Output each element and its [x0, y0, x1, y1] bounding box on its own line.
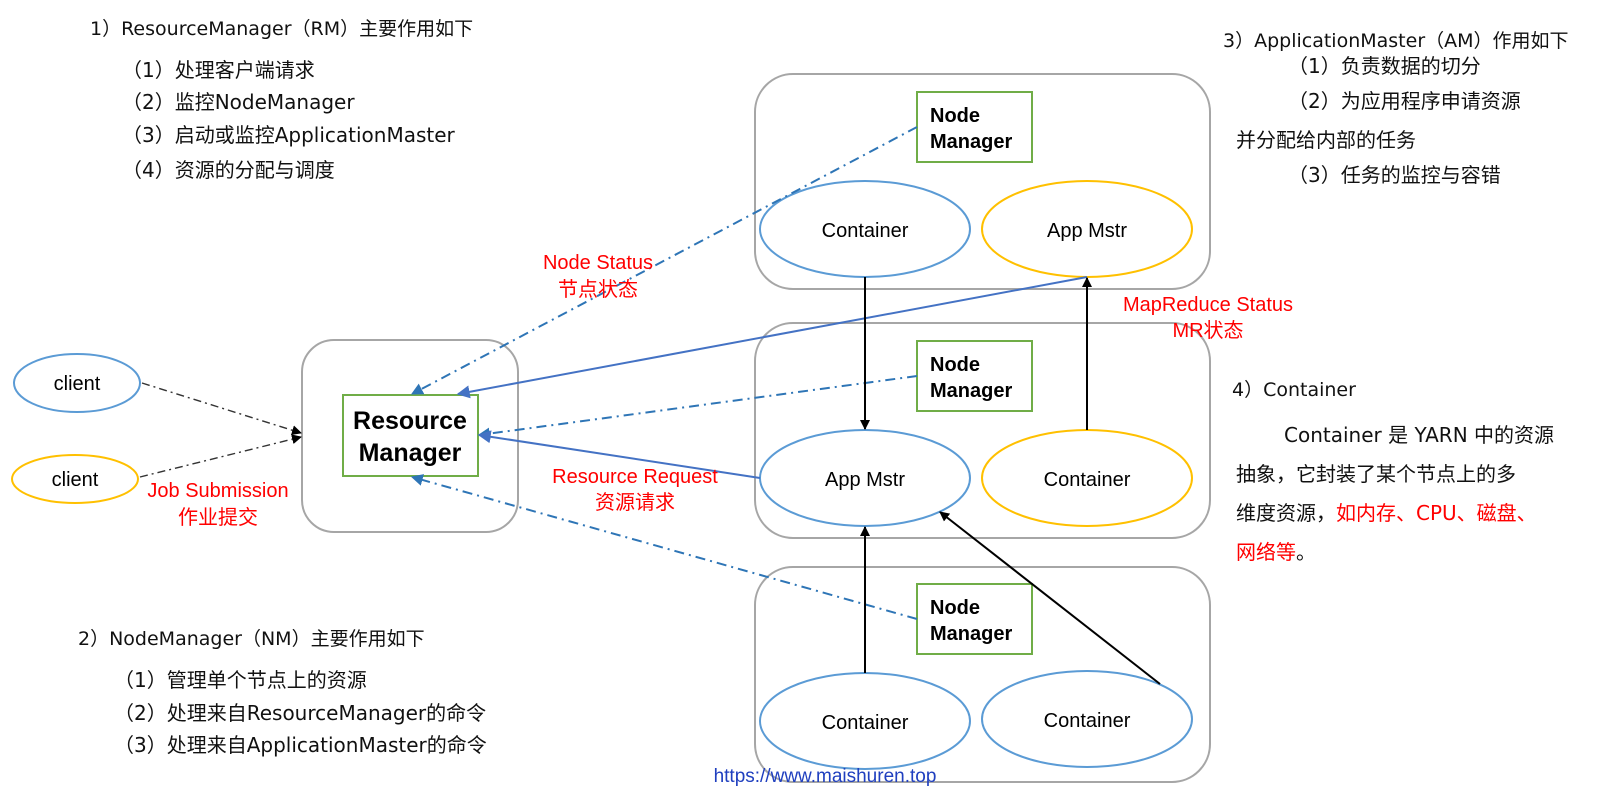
- nm-item-1: （1）管理单个节点上的资源: [114, 668, 367, 692]
- app-mstr-middle-label: App Mstr: [825, 469, 905, 491]
- container-section-heading: 4）Container: [1232, 379, 1356, 401]
- container-top-label: Container: [822, 220, 909, 242]
- am-item-1: （1）负责数据的切分: [1288, 54, 1481, 78]
- resource-manager-group: [301, 339, 519, 533]
- node-manager-middle: [916, 340, 1033, 412]
- app-mstr-top-label: App Mstr: [1047, 220, 1127, 242]
- client-1-to-rm-arrow: [141, 382, 302, 436]
- node-status-label: Node Status: [543, 252, 653, 274]
- container-body-line-4-red: 网络等: [1236, 540, 1296, 564]
- container-body-line-2: 抽象，它封装了某个节点上的多: [1236, 462, 1516, 486]
- node-group-top: [754, 73, 1211, 290]
- nm-item-3: （3）处理来自ApplicationMaster的命令: [114, 733, 487, 757]
- am-item-2: （2）为应用程序申请资源: [1288, 89, 1521, 113]
- nm-middle-label-1: Node: [930, 354, 980, 376]
- client-2-to-rm-arrow: [139, 434, 302, 478]
- container-body-line-3: 维度资源，如内存、CPU、磁盘、: [1236, 494, 1606, 533]
- rm-item-3: （3）启动或监控ApplicationMaster: [122, 123, 455, 147]
- node-status-top-arrow: [410, 126, 918, 395]
- client-2: [11, 454, 139, 504]
- container-body-line-4: 网络等。: [1236, 533, 1606, 572]
- resource-request-label: Resource Request: [552, 466, 718, 488]
- node-manager-bottom: [916, 583, 1033, 655]
- node-status-cn-label: 节点状态: [558, 278, 638, 301]
- rm-item-1: （1）处理客户端请求: [122, 58, 315, 82]
- container-bottom-left-label: Container: [822, 712, 909, 734]
- mapreduce-status-cn-label: MR状态: [1172, 319, 1243, 342]
- container-middle-label: Container: [1044, 469, 1131, 491]
- rm-label-line1: Resource: [353, 407, 467, 435]
- am-item-2-cont: 并分配给内部的任务: [1236, 128, 1416, 152]
- rm-item-4: （4）资源的分配与调度: [122, 158, 335, 182]
- job-submission-label: Job Submission: [147, 480, 288, 502]
- client-1-label: client: [54, 373, 101, 395]
- container-bottom-right-label: Container: [1044, 710, 1131, 732]
- nm-top-label-1: Node: [930, 105, 980, 127]
- node-group-middle: [754, 322, 1211, 539]
- node-manager-top: [916, 91, 1033, 163]
- rm-label-line2: Manager: [359, 439, 462, 467]
- container-body-line-1: Container 是 YARN 中的资源: [1284, 423, 1555, 447]
- nm-item-2: （2）处理来自ResourceManager的命令: [114, 701, 487, 725]
- container-body-line-4-plain: 。: [1296, 540, 1316, 564]
- nm-middle-label-2: Manager: [930, 380, 1012, 402]
- client-1: [13, 353, 141, 413]
- client-2-label: client: [52, 469, 99, 491]
- container-body-line-3-plain: 维度资源，: [1236, 501, 1336, 525]
- rm-item-2: （2）监控NodeManager: [122, 90, 355, 114]
- am-section-heading: 3）ApplicationMaster（AM）作用如下: [1223, 30, 1569, 52]
- nm-top-label-2: Manager: [930, 131, 1012, 153]
- container-body-line-3-red: 如内存、CPU、磁盘、: [1336, 501, 1537, 525]
- node-group-bottom: [754, 566, 1211, 783]
- mapreduce-status-arrow: [456, 276, 1088, 399]
- resource-request-cn-label: 资源请求: [595, 491, 675, 514]
- container-section-body: Container 是 YARN 中的资源 抽象，它封装了某个节点上的多 维度资…: [1236, 416, 1606, 572]
- nm-bottom-label-1: Node: [930, 597, 980, 619]
- rm-section-heading: 1）ResourceManager（RM）主要作用如下: [90, 18, 474, 40]
- container-bottom-right: [981, 670, 1193, 768]
- container-bottom-right-to-app-mstr-arrow: [939, 511, 1161, 685]
- resource-manager-box: [342, 394, 479, 477]
- mapreduce-status-label: MapReduce Status: [1123, 294, 1293, 316]
- watermark-url: https://www.maishuren.top: [714, 766, 937, 787]
- node-status-middle-arrow: [477, 375, 918, 440]
- nm-bottom-label-2: Manager: [930, 623, 1012, 645]
- nm-section-heading: 2）NodeManager（NM）主要作用如下: [78, 628, 425, 650]
- am-item-3: （3）任务的监控与容错: [1288, 163, 1501, 187]
- resource-request-arrow: [477, 430, 761, 479]
- job-submission-cn-label: 作业提交: [178, 506, 258, 529]
